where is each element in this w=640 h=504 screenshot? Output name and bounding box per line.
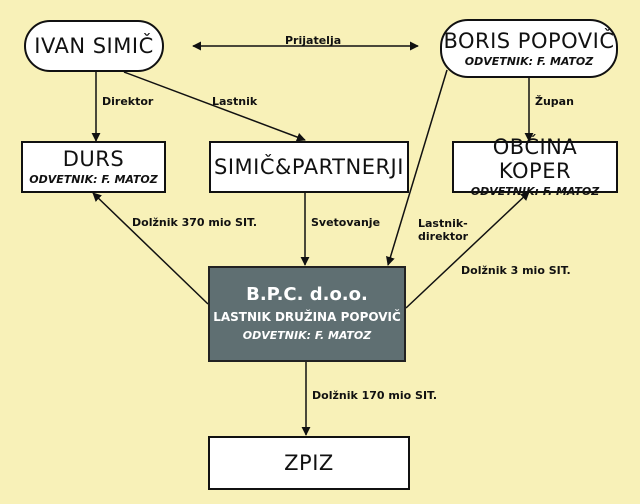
node-ivan-simic-title: IVAN SIMIČ [34,34,154,58]
node-bpc-owner: LASTNIK DRUŽINA POPOVIČ [213,310,401,324]
node-bpc-lawyer: ODVETNIK: F. MATOZ [242,329,372,342]
node-bpc: B.P.C. d.o.o. LASTNIK DRUŽINA POPOVIČ OD… [208,266,406,362]
node-obcina-koper-title: OBČINA KOPER [492,135,578,183]
label-zupan: Župan [535,95,574,108]
label-lastnik: Lastnik [212,95,258,108]
label-direktor: Direktor [102,95,154,108]
edge-lastnik [123,71,306,142]
node-ivan-simic: IVAN SIMIČ [24,20,164,72]
node-bpc-title: B.P.C. d.o.o. [246,284,368,305]
edge-dolznik-3 [405,191,530,309]
edge-lastnik-direktor [386,69,448,266]
label-dolznik-370: Dolžnik 370 mio SIT. [132,216,258,229]
edge-dolznik-370 [92,192,209,305]
node-simic-partnerji-title: SIMIČ&PARTNERJI [214,155,404,179]
node-durs-title: DURS [62,147,125,171]
label-lastnik-direktor-1: Lastnik- [418,217,468,230]
node-boris-popovic-lawyer: ODVETNIK: F. MATOZ [464,54,594,68]
node-zpiz: ZPIZ [208,436,410,490]
node-boris-popovic-title: BORIS POPOVIČ [443,28,615,53]
node-boris-popovic: BORIS POPOVIČ ODVETNIK: F. MATOZ [440,19,618,78]
label-lastnik-direktor-2: direktor [418,230,469,243]
node-zpiz-title: ZPIZ [284,451,334,475]
node-durs: DURS ODVETNIK: F. MATOZ [21,141,166,193]
node-obcina-koper: OBČINA KOPER ODVETNIK: F. MATOZ [452,135,618,198]
node-simic-partnerji: SIMIČ&PARTNERJI [209,141,409,193]
node-obcina-koper-lawyer: ODVETNIK: F. MATOZ [470,185,600,198]
label-svetovanje: Svetovanje [311,216,381,229]
label-dolznik-3: Dolžnik 3 mio SIT. [461,264,571,277]
label-prijatelja: Prijatelja [285,34,342,47]
label-dolznik-170: Dolžnik 170 mio SIT. [312,389,438,402]
node-durs-lawyer: ODVETNIK: F. MATOZ [29,173,158,186]
